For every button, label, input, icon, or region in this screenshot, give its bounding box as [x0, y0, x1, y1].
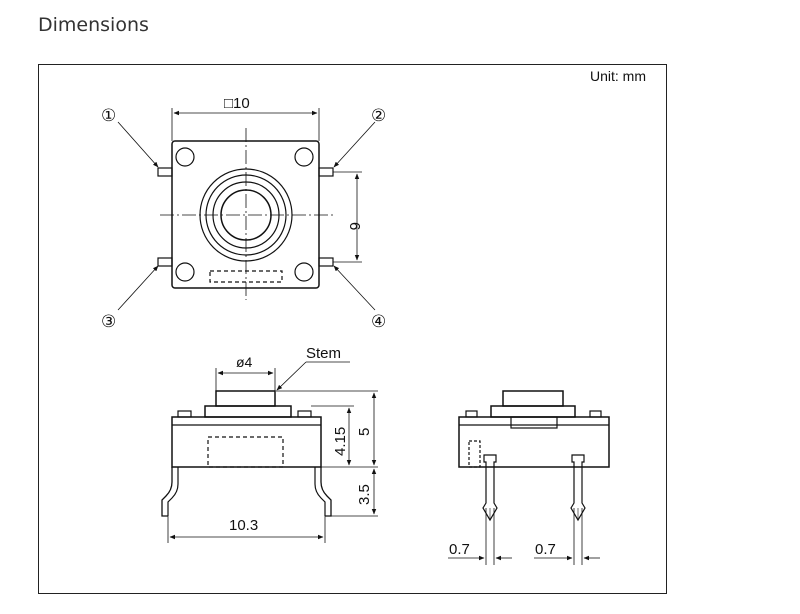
pin-3-label: ③: [101, 312, 116, 331]
pin-1-label: ①: [101, 106, 116, 125]
lead-length-label: 3.5: [356, 484, 373, 505]
stem-diameter-label: ø4: [236, 354, 253, 370]
lead-width-left-label: 0.7: [449, 541, 470, 558]
section-title: Dimensions: [38, 14, 149, 36]
body-height-label: 4.15: [332, 427, 349, 456]
dimension-drawing-frame: [38, 64, 667, 594]
total-height-label: 5: [356, 428, 373, 436]
stem-label: Stem: [306, 345, 341, 362]
lead-width-right-label: 0.7: [535, 541, 556, 558]
lead-span-label: 10.3: [229, 517, 258, 534]
pin-2-label: ②: [371, 106, 386, 125]
front-view: ø4 Stem 4.15 5 3.5 10.3: [161, 345, 378, 543]
pin-pitch-label: 6: [346, 222, 363, 230]
unit-label: Unit: mm: [590, 68, 646, 84]
top-width-label: □10: [224, 95, 250, 112]
pin-4-label: ④: [371, 312, 386, 331]
top-view: □10 6 ① ② ③ ④: [101, 95, 386, 331]
side-view: 0.7 0.7: [448, 390, 610, 565]
